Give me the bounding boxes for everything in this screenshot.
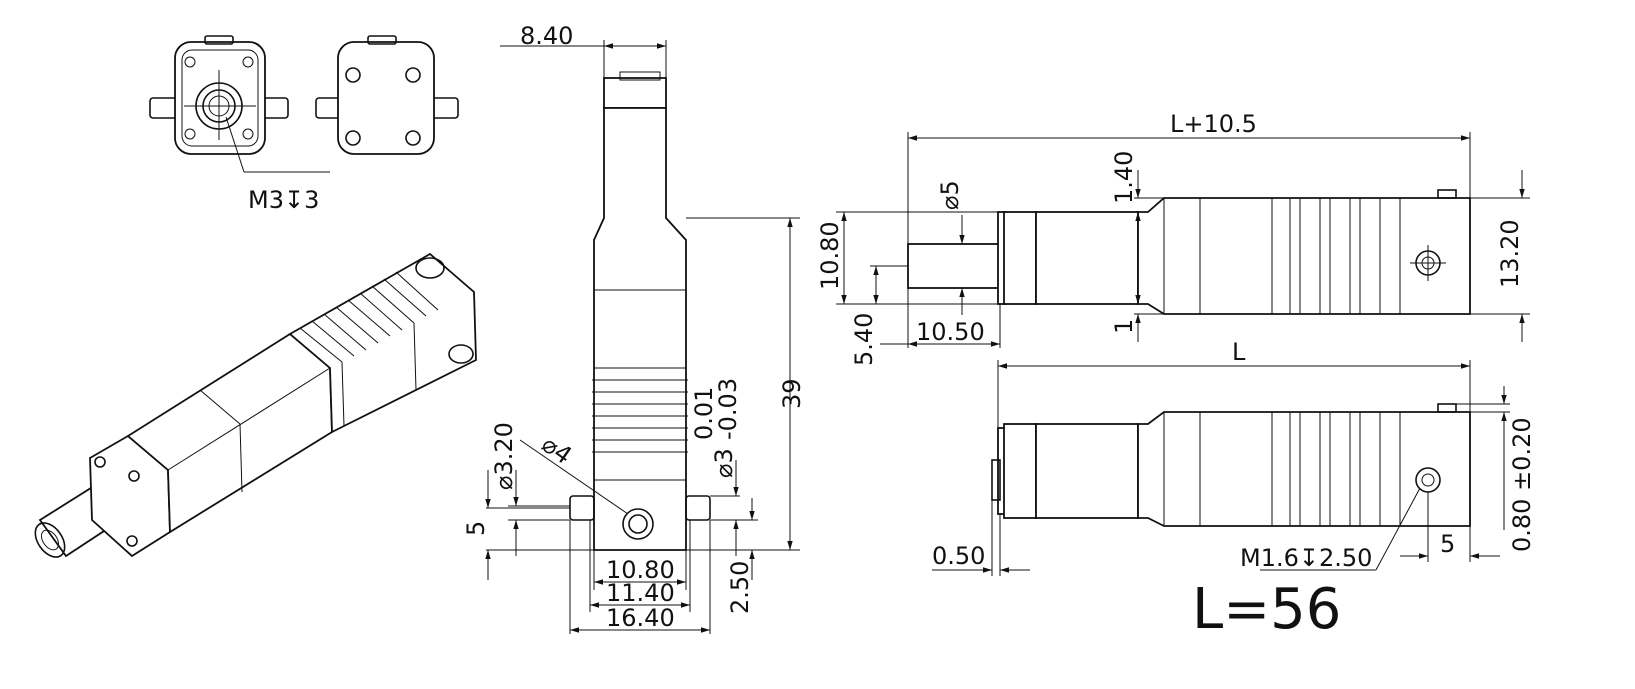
tol-lower: -0.03: [714, 378, 742, 440]
end-view-shaft-side: [149, 35, 289, 173]
dim-body-height: 10.80: [816, 221, 844, 290]
dim-shaft-dia: ⌀3: [710, 448, 738, 478]
dim-overall-length: L+10.5: [1170, 110, 1257, 138]
dim-step: 1.40: [1110, 151, 1138, 204]
side-view-bottom: [991, 403, 1471, 527]
isometric-view: [34, 252, 477, 558]
thread-callout-side: M1.6↧2.50: [1240, 544, 1372, 572]
thread-callout-top: M3↧3: [248, 186, 319, 214]
dim-hole-offset: 5: [1440, 530, 1455, 558]
dim-height: 39: [778, 378, 806, 409]
dim-base-height: 2.50: [726, 561, 754, 614]
dim-pin-offset: 5: [462, 521, 490, 536]
dim-shaft-dia-side: ⌀5: [936, 180, 964, 210]
dim-top-width: 8.40: [520, 22, 573, 50]
dim-width-3: 16.40: [606, 604, 675, 632]
dim-flange: 0.50: [932, 542, 985, 570]
dim-pin-height: 0.80 ±0.20: [1508, 417, 1536, 552]
length-note: L=56: [1192, 577, 1341, 642]
front-view: [569, 71, 711, 551]
end-view-rear-side: [315, 35, 459, 155]
dim-pin-dia: ⌀3.20: [490, 422, 518, 490]
dim-total-height: 13.20: [1496, 219, 1524, 288]
dim-width-1: 10.80: [606, 556, 675, 584]
dim-thickness: 1: [1110, 319, 1138, 334]
dim-body-length: L: [1232, 338, 1246, 366]
dim-offset: 5.40: [850, 313, 878, 366]
tol-upper: 0.01: [690, 387, 718, 440]
dim-shaft-length: 10.50: [916, 318, 985, 346]
side-view-top: [907, 189, 1471, 315]
dim-hole-dia: ⌀4: [537, 430, 577, 470]
dim-width-2: 11.40: [606, 579, 675, 607]
